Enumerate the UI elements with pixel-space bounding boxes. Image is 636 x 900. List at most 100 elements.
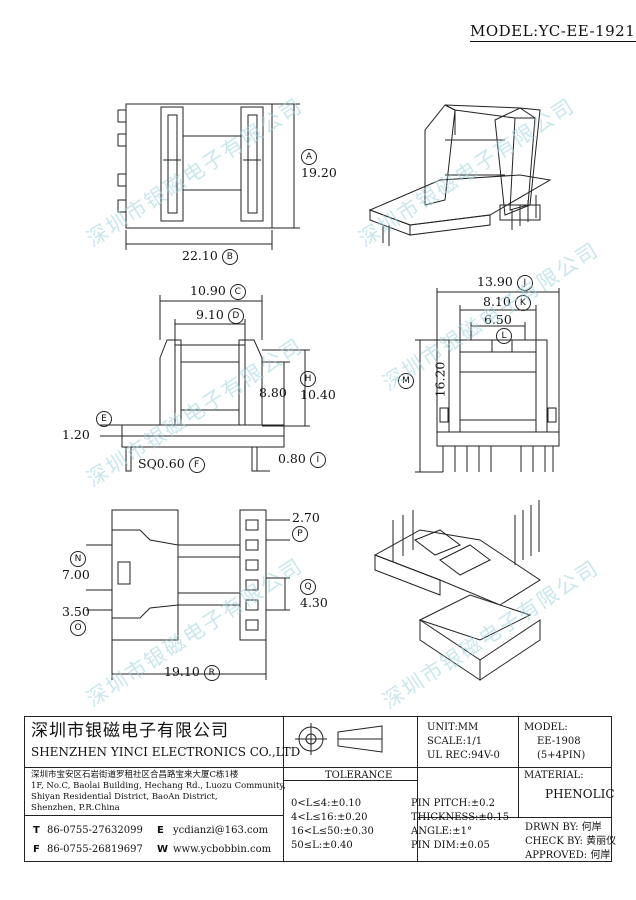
tolerance-title: TOLERANCE xyxy=(325,770,393,781)
dim-o: 3.50 O xyxy=(62,604,90,636)
checked-by-value: 黄丽仪 xyxy=(586,836,617,847)
side-view-top xyxy=(117,103,300,250)
dim-r-value: 19.10 xyxy=(164,664,200,679)
pin-tolerance-row: ANGLE:±1° xyxy=(411,826,473,837)
dim-m: M 16.20 xyxy=(398,362,458,397)
material-label: MATERIAL: xyxy=(524,770,584,781)
callout-i: I xyxy=(309,451,326,468)
address-en-3: Shenzhen, P.R.China xyxy=(31,803,120,813)
approved-by-value: 何岸 xyxy=(590,850,611,861)
callout-c: C xyxy=(229,283,246,300)
callout-e: E xyxy=(96,410,112,427)
fax-icon: F xyxy=(33,844,40,855)
dim-h: H 10.40 xyxy=(300,370,336,402)
dim-d: 9.10 D xyxy=(196,307,244,324)
dim-r: 19.10 R xyxy=(164,664,220,681)
dim-j-value: 13.90 xyxy=(477,274,513,289)
phone-icon: T xyxy=(33,825,40,836)
callout-h: H xyxy=(300,370,316,387)
model-text: MODEL:YC-EE-1921 xyxy=(470,22,636,40)
scale-label: SCALE:1/1 xyxy=(427,736,483,747)
callout-d: D xyxy=(227,307,244,324)
drawn-by-label: DRWN BY: xyxy=(525,822,579,833)
dim-i: 0.80 I xyxy=(278,451,326,468)
model-label: MODEL: xyxy=(524,722,568,733)
callout-r: R xyxy=(203,664,220,681)
callout-o: O xyxy=(70,619,86,636)
dim-l: 6.50 L xyxy=(484,312,512,344)
bottom-view xyxy=(86,509,290,680)
pin-tolerance-row: THICKNESS:±0.15 xyxy=(411,812,510,823)
dim-j: 13.90 J xyxy=(477,274,533,291)
pin-tolerance-row: PIN DIM:±0.05 xyxy=(411,840,490,851)
dim-p: 2.70 P xyxy=(292,510,320,542)
unit-label: UNIT:MM xyxy=(427,722,479,733)
dim-f: SQ0.60 F xyxy=(138,456,205,473)
dim-l-value: 6.50 xyxy=(484,312,512,327)
front-view-right xyxy=(415,288,560,473)
tolerance-row: 0<L≤4:±0.10 xyxy=(291,798,362,809)
dim-f-value: SQ0.60 xyxy=(138,456,185,471)
callout-l: L xyxy=(496,327,512,344)
email-link[interactable]: ycdianzi@163.com xyxy=(173,825,269,836)
dim-o-value: 3.50 xyxy=(62,604,90,619)
projection-symbol xyxy=(295,723,383,755)
callout-q: Q xyxy=(300,578,316,595)
dim-q-value: 4.30 xyxy=(300,594,328,610)
material-value: PHENOLIC xyxy=(545,787,615,801)
dim-n: N 7.00 xyxy=(62,550,90,582)
callout-k: K xyxy=(514,294,531,311)
callout-j: J xyxy=(516,274,533,291)
email-icon: E xyxy=(157,825,164,836)
dim-e-value: 1.20 xyxy=(62,426,90,442)
checked-by-label: CHECK BY: xyxy=(525,836,583,847)
checked-by: CHECK BY: 黄丽仪 xyxy=(525,835,616,848)
tolerance-row: 50≤L:±0.40 xyxy=(291,840,353,851)
company-name-cn: 深圳市银磁电子有限公司 xyxy=(31,721,229,741)
phone-number: 86-0755-27632099 xyxy=(47,825,143,836)
dim-b: 22.10 B xyxy=(182,248,238,265)
dim-k: 8.10 K xyxy=(483,294,531,311)
dim-q: Q 4.30 xyxy=(300,578,328,610)
dim-k-value: 8.10 xyxy=(483,294,511,309)
address-en-1: 1F, No.C, Baolai Building, Hechang Rd., … xyxy=(31,781,286,791)
dim-n-value: 7.00 xyxy=(62,566,90,582)
web-link[interactable]: www.ycbobbin.com xyxy=(173,844,272,855)
isometric-view-top xyxy=(368,104,552,246)
web-icon: W xyxy=(157,844,169,855)
approved-by: APPROVED: 何岸 xyxy=(525,849,610,862)
address-en-2: Shiyan Residential District, BaoAn Distr… xyxy=(31,792,218,802)
tolerance-row: 16<L≤50:±0.30 xyxy=(291,826,374,837)
drawn-by-value: 何岸 xyxy=(581,822,602,833)
drawn-by: DRWN BY: 何岸 xyxy=(525,821,602,834)
dim-g-value: 8.80 xyxy=(259,385,287,400)
dim-i-value: 0.80 xyxy=(278,451,306,466)
callout-f: F xyxy=(188,456,205,473)
callout-p: P xyxy=(292,525,308,542)
dim-b-value: 22.10 xyxy=(182,248,218,263)
dim-d-value: 9.10 xyxy=(196,307,224,322)
company-name-en: SHENZHEN YINCI ELECTRONICS CO.,LTD xyxy=(31,745,301,759)
fax-number: 86-0755-26819697 xyxy=(47,844,143,855)
front-view-left xyxy=(100,295,310,472)
dim-a-value: 19.20 xyxy=(301,164,337,180)
isometric-view-bottom xyxy=(373,500,541,681)
callout-m: M xyxy=(398,372,414,389)
callout-a: A xyxy=(301,148,317,165)
ul-rec-label: UL REC:94V-0 xyxy=(427,750,500,761)
approved-by-label: APPROVED: xyxy=(525,850,588,861)
dim-c-value: 10.90 xyxy=(190,283,226,298)
callout-b: B xyxy=(221,248,238,265)
dim-c: 10.90 C xyxy=(190,283,246,300)
dim-h-value: 10.40 xyxy=(300,386,336,402)
callout-n: N xyxy=(70,550,86,567)
pin-count: (5+4PIN) xyxy=(537,750,586,761)
tolerance-row: 4<L≤16:±0.20 xyxy=(291,812,368,823)
dim-e: E 1.20 xyxy=(62,410,112,442)
dim-p-value: 2.70 xyxy=(292,510,320,525)
dim-g: 8.80 xyxy=(259,385,287,400)
model-value: EE-1908 xyxy=(537,736,581,747)
pin-tolerance-row: PIN PITCH:±0.2 xyxy=(411,798,495,809)
address-cn: 深圳市宝安区石岩街道罗租社区合昌路宝来大厦C栋1楼 xyxy=(31,770,239,780)
